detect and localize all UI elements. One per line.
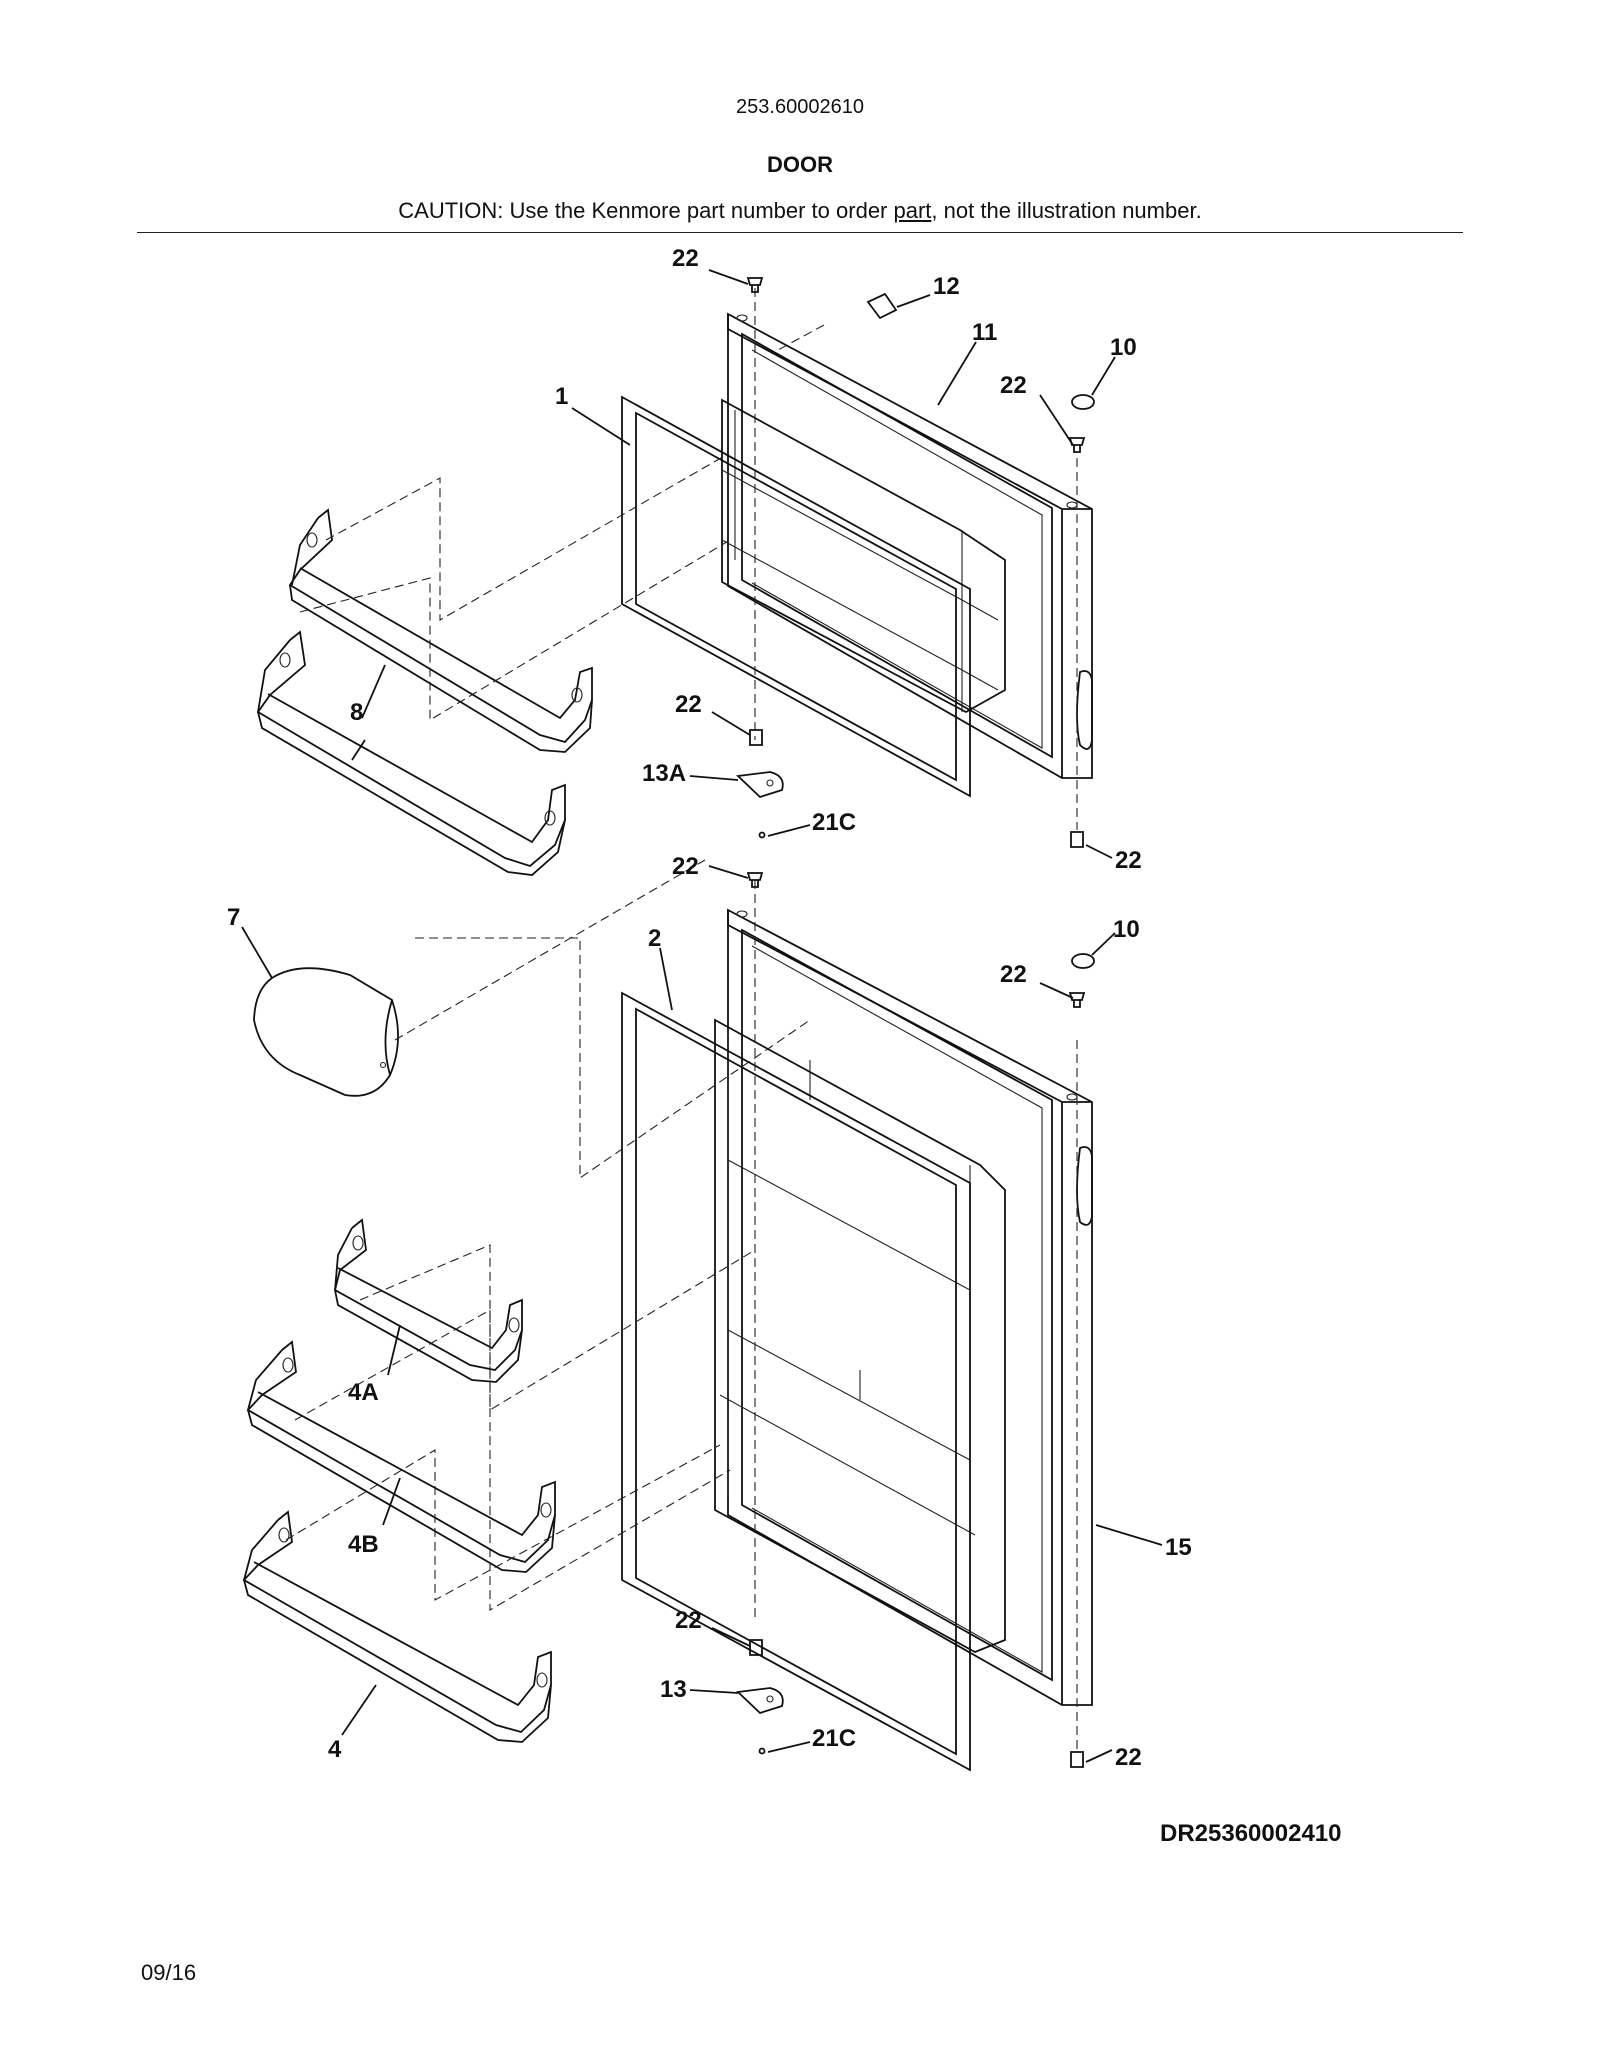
screw-icon	[749, 1639, 763, 1656]
callout-10: 10	[1110, 334, 1137, 361]
fresh-food-door-liner	[741, 928, 1053, 1682]
projection-lines	[285, 288, 1078, 1750]
hardware	[736, 277, 1095, 1768]
fresh-food-door-gasket	[621, 991, 971, 1772]
caution-note: CAUTION: Use the Kenmore part number to …	[0, 198, 1600, 224]
callout-13a: 13A	[642, 760, 686, 787]
hinge-hole	[1066, 1093, 1078, 1101]
callout-22: 22	[672, 853, 699, 880]
screw-icon	[1070, 1751, 1084, 1768]
callout-12: 12	[933, 273, 960, 300]
screw-21c	[758, 1747, 766, 1755]
freezer-door-shelves	[256, 508, 593, 876]
freezer-handle-slot	[1076, 670, 1093, 750]
shelf-4	[242, 1510, 552, 1734]
plug-icon	[1071, 953, 1095, 969]
freezer-door-assembly	[721, 312, 1093, 779]
model-number: 253.60002610	[736, 96, 864, 118]
callout-15: 15	[1165, 1534, 1192, 1561]
callout-22: 22	[672, 245, 699, 272]
screw-icon	[749, 729, 763, 746]
screw-icon	[1070, 831, 1084, 848]
freezer-liner-ribs	[721, 410, 999, 712]
callout-7: 7	[227, 904, 240, 931]
freezer-door-panel	[727, 312, 1093, 779]
screw-icon	[746, 277, 764, 293]
callout-2: 2	[648, 925, 661, 952]
fresh-food-door-panel	[727, 908, 1093, 1706]
callout-8: 8	[350, 699, 363, 726]
freezer-liner-cavity	[721, 398, 1006, 714]
header-rule	[137, 232, 1463, 233]
screw-icon	[746, 872, 764, 888]
callout-4: 4	[328, 1736, 342, 1763]
freezer-shelf-lower	[256, 630, 566, 868]
callout-4a: 4A	[348, 1379, 379, 1406]
callout-1: 1	[555, 383, 568, 410]
shelf-4b	[246, 1340, 556, 1564]
caution-underlined-word: part	[893, 198, 932, 223]
callout-22: 22	[675, 691, 702, 718]
hinge-13	[736, 1687, 784, 1715]
hinge-hole	[736, 910, 748, 918]
fresh-food-door-shelves	[242, 1218, 556, 1743]
hinge-hole	[1066, 501, 1078, 509]
fresh-food-door-assembly	[714, 908, 1093, 1706]
callout-11: 11	[972, 319, 997, 346]
dairy-compartment	[253, 967, 399, 1097]
plug-icon	[1071, 394, 1095, 410]
callout-21c: 21C	[812, 809, 856, 836]
leader-lines	[241, 269, 1163, 1763]
callout-22: 22	[1000, 961, 1027, 988]
callout-4b: 4B	[348, 1531, 379, 1558]
callout-21c: 21C	[812, 1725, 856, 1752]
hinge-hole	[736, 314, 748, 322]
freezer-door-liner	[741, 332, 1053, 759]
section-title: DOOR	[767, 152, 833, 177]
fresh-food-liner-cavity	[714, 1018, 1006, 1653]
caution-text-end: , not the illustration number.	[931, 198, 1202, 223]
freezer-door-side-edge	[727, 314, 1092, 778]
fresh-food-handle-slot	[1076, 1146, 1093, 1226]
callout-10: 10	[1113, 916, 1140, 943]
callout-22: 22	[675, 1607, 702, 1634]
callout-13: 13	[660, 1676, 687, 1703]
callout-labels: 22 12 11 10 22 1 8 22 13A 21C 22 22 2 10…	[227, 245, 1192, 1771]
shelf-4a	[333, 1218, 523, 1371]
hinge-13a	[736, 771, 784, 799]
drawing-id: DR25360002410	[1160, 1820, 1342, 1847]
screw-icon	[1068, 992, 1086, 1008]
callout-22: 22	[1115, 847, 1142, 874]
freezer-shelf-upper	[288, 508, 593, 744]
fresh-food-door-side-edge	[727, 910, 1092, 1705]
callout-22: 22	[1000, 372, 1027, 399]
caution-text: CAUTION: Use the Kenmore part number to …	[398, 198, 894, 223]
date-code: 09/16	[141, 1960, 197, 1985]
fresh-food-liner-ribs	[719, 1030, 976, 1640]
freezer-door-gasket	[621, 395, 971, 798]
freezer-liner-inner-edge	[751, 349, 1043, 749]
label-icon	[866, 292, 898, 320]
screw-21c	[758, 831, 766, 839]
callout-22: 22	[1115, 1744, 1142, 1771]
